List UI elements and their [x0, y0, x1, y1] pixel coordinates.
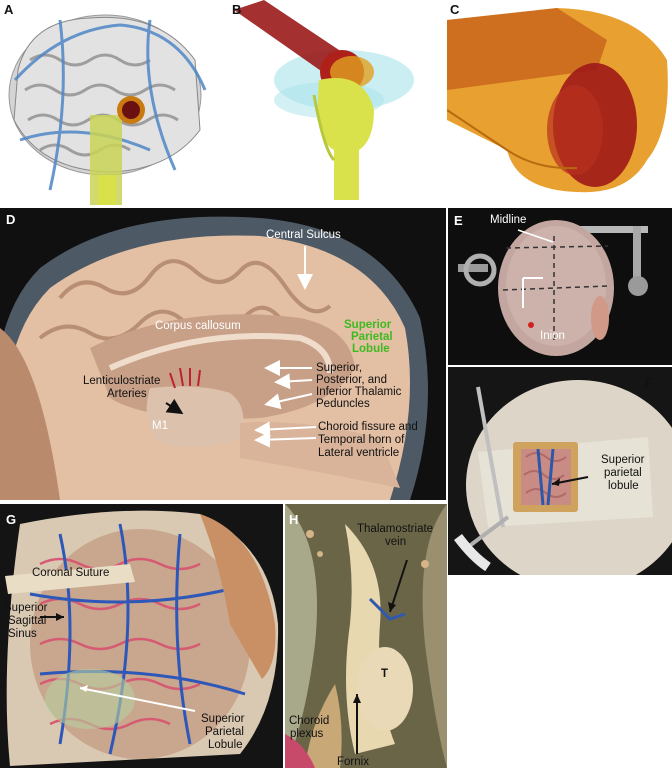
- panel-a-image: [8, 14, 207, 205]
- panel-d-arrows: [165, 246, 317, 448]
- label-choroid-plexus-1: Choroid: [289, 715, 330, 727]
- label-inion: Inion: [540, 330, 565, 342]
- panel-h-image: [285, 504, 447, 768]
- label-superior-parietal-lobule-3: Lobule: [352, 343, 390, 355]
- label-thalamic-4: Peduncles: [316, 398, 370, 410]
- label-m1: M1: [152, 420, 168, 432]
- panel-f-image: [454, 380, 672, 575]
- panel-g-cortical-surface-dissection: G Coronal Suture Superior Sagittal Sinus…: [0, 504, 283, 768]
- panel-b-3d-trajectory-model: B: [224, 0, 445, 205]
- panel-a-3d-brain-model: A: [0, 0, 222, 205]
- panel-d-image: [0, 216, 428, 500]
- panel-e-head-positioning: E Midline Inion: [448, 208, 672, 365]
- label-superior-parietal-lobule-2: Parietal: [351, 331, 393, 343]
- panel-a-label: A: [4, 2, 14, 17]
- panel-e-label: E: [454, 213, 463, 228]
- panel-f-craniotomy-superior-parietal: F Superior parietal lobule: [448, 367, 672, 575]
- label-lenticulostriate-1: Lenticulostriate: [83, 375, 161, 387]
- label-f-spl-3: lobule: [608, 480, 639, 492]
- panel-h-label: H: [289, 512, 299, 527]
- label-thalamostriate-1: Thalamostriate: [357, 523, 434, 535]
- label-fornix: Fornix: [337, 756, 369, 768]
- label-g-spl-2: Parietal: [205, 726, 244, 738]
- panel-g-image: [5, 510, 279, 766]
- arrow-lenticulostriate: [165, 398, 184, 415]
- arrow-thalamic-3: [264, 393, 313, 410]
- label-f-spl-1: Superior: [601, 454, 645, 466]
- panel-b-label: B: [232, 2, 242, 17]
- label-t: T: [381, 668, 389, 680]
- label-superior-parietal-lobule-1: Superior: [344, 319, 392, 331]
- label-g-spl-3: Lobule: [208, 739, 243, 751]
- arrow-choroid-2: [254, 431, 317, 448]
- label-thalamic-1: Superior,: [316, 362, 363, 374]
- label-choroid-1: Choroid fissure and: [318, 421, 418, 433]
- label-sss-2: Sagittal: [8, 615, 47, 627]
- label-sss-1: Superior: [4, 602, 48, 614]
- label-corpus-callosum: Corpus callosum: [155, 320, 241, 332]
- label-choroid-plexus-2: plexus: [290, 728, 324, 740]
- label-sss-3: Sinus: [8, 628, 37, 640]
- label-lenticulostriate-2: Arteries: [107, 388, 147, 400]
- panel-g-label: G: [6, 512, 17, 527]
- panel-f-label: F: [645, 375, 653, 390]
- panel-h-intraventricular-view: H Thalamostriate vein T Choroid plexus F…: [285, 504, 447, 768]
- panel-c-image: [447, 8, 668, 193]
- panel-c-3d-target-closeup: C: [447, 0, 672, 205]
- panel-b-image: [234, 0, 414, 200]
- label-f-spl-2: parietal: [604, 467, 642, 479]
- panel-d-label: D: [6, 212, 16, 227]
- arrow-thalamic-2: [274, 373, 313, 390]
- label-choroid-2: Temporal horn of: [318, 434, 405, 446]
- panel-d-medial-hemisphere-dissection: D Central Sulcus Corpus callosum Superio…: [0, 208, 446, 500]
- label-g-spl-1: Superior: [201, 713, 245, 725]
- label-choroid-3: Lateral ventricle: [318, 447, 400, 459]
- label-thalamic-3: Inferior Thalamic: [316, 386, 402, 398]
- label-thalamic-2: Posterior, and: [316, 374, 387, 386]
- label-thalamostriate-2: vein: [385, 536, 407, 548]
- label-central-sulcus: Central Sulcus: [266, 229, 341, 241]
- panel-e-image: [458, 220, 648, 356]
- label-coronal-suture: Coronal Suture: [32, 567, 110, 579]
- arrow-choroid-1: [254, 421, 317, 438]
- panel-c-label: C: [450, 2, 460, 17]
- label-midline: Midline: [490, 214, 527, 226]
